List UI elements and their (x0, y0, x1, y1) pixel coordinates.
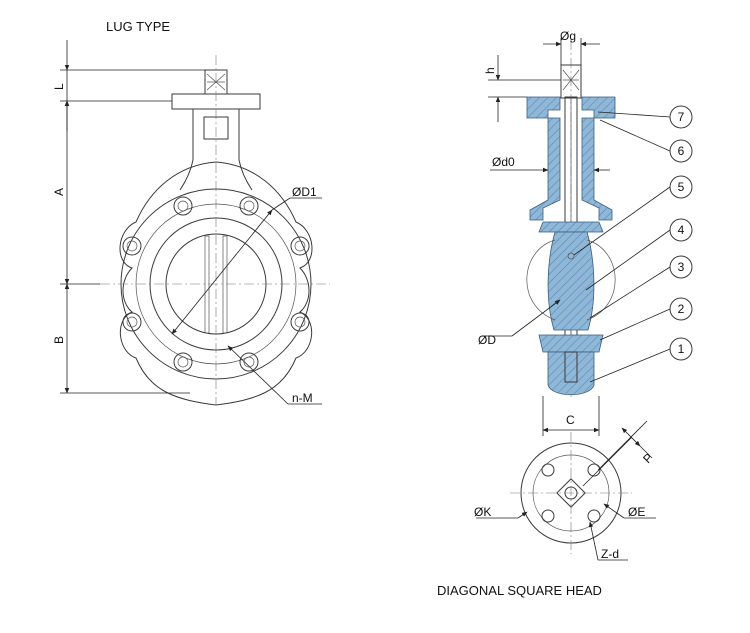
part-balloons: 7 6 5 4 3 2 1 (573, 105, 693, 383)
diagonal-square-head-title: DIAGONAL SQUARE HEAD (437, 583, 602, 598)
part-2: 2 (678, 302, 685, 316)
lug-dimensions: L A B ØD1 n-M (52, 40, 322, 405)
dim-Zd: Z-d (601, 547, 619, 561)
part-1: 1 (678, 342, 685, 356)
section-dimensions: Øg h Ød0 ØD C (478, 29, 610, 436)
dim-P: P (640, 451, 656, 467)
section-view: Øg h Ød0 ØD C 7 6 (437, 29, 693, 598)
part-7: 7 (678, 110, 685, 124)
lug-body (100, 55, 330, 406)
dim-g: Øg (560, 29, 576, 43)
part-5: 5 (678, 180, 685, 194)
dim-D1: ØD1 (292, 185, 317, 199)
dim-nM: n-M (292, 391, 313, 405)
lug-type-title: LUG TYPE (106, 19, 170, 34)
dim-h: h (483, 67, 497, 74)
dim-K: ØK (474, 505, 491, 519)
lug-type-view: LUG TYPE (52, 19, 330, 406)
part-3: 3 (678, 260, 685, 274)
dim-B: B (52, 336, 66, 344)
disc-seat-section (526, 221, 616, 396)
dim-A: A (52, 188, 66, 196)
dim-L: L (52, 83, 66, 90)
diagonal-square-head-view: P ØK ØE Z-d DIAGONAL SQUARE HEAD (437, 420, 656, 598)
dim-d0: Ød0 (492, 155, 515, 169)
part-6: 6 (678, 144, 685, 158)
dim-D: ØD (478, 333, 496, 347)
part-4: 4 (678, 223, 685, 237)
dim-C: C (566, 413, 575, 427)
dim-E: ØE (628, 505, 645, 519)
